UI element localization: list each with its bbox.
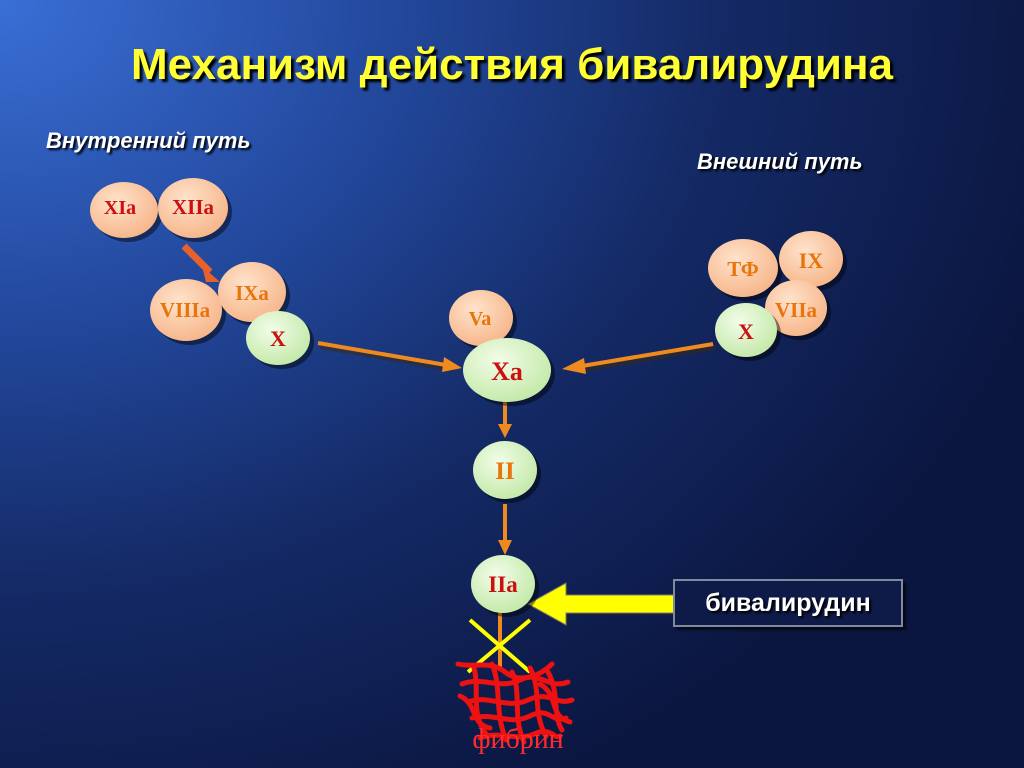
factor-viiia-label: VIIIa <box>160 298 211 322</box>
factor-tf-label: ТФ <box>727 257 759 281</box>
arrow-intrinsic-x-to-xa <box>317 341 462 372</box>
factor-xa: Xa <box>463 338 555 406</box>
bivalirudin-inhibition-arrow <box>526 582 679 628</box>
factor-xiia-label: XIIa <box>172 195 215 219</box>
factor-viia: VIIa <box>765 280 831 340</box>
factor-iia-label: IIa <box>488 572 518 597</box>
fibrin-label: фибрин <box>472 724 564 755</box>
slide-title: Механизм действия бивалирудина <box>131 40 893 89</box>
bivalirudin-label: бивалирудин <box>705 588 871 617</box>
factor-tf: ТФ <box>708 239 782 301</box>
factor-ii: II <box>473 441 541 503</box>
arrow-extrinsic-x-to-xa <box>562 342 716 374</box>
bivalirudin-label-box: бивалирудин <box>673 579 903 627</box>
factor-iia: IIa <box>471 555 539 617</box>
factor-x-extrinsic: X <box>715 303 781 361</box>
factor-xia: XIa <box>90 182 162 242</box>
factor-viia-label: VIIa <box>775 298 818 322</box>
factor-viiia: VIIIa <box>150 279 226 345</box>
fibrin-mesh <box>455 661 575 745</box>
factor-va: Va <box>449 290 517 350</box>
factor-x-intrinsic: X <box>246 311 314 369</box>
factor-xa-label: Xa <box>491 357 523 386</box>
factor-ixa-label: IXa <box>235 281 269 305</box>
factor-ix-label: IX <box>799 248 824 273</box>
factor-xia-label: XIa <box>104 197 136 219</box>
factor-ii-label: II <box>495 458 514 485</box>
intrinsic-path-label: Внутренний путь <box>46 128 251 153</box>
factor-xiia: XIIa <box>158 178 232 242</box>
factor-va-label: Va <box>469 308 492 330</box>
arrow-xiia-to-ixa <box>181 243 220 282</box>
factor-ix: IX <box>779 231 847 291</box>
factor-x-intrinsic-label: X <box>270 326 286 351</box>
factor-x-extrinsic-label: X <box>738 319 754 344</box>
extrinsic-path-label: Внешний путь <box>697 149 863 174</box>
factor-ixa: IXa <box>218 262 290 326</box>
arrow-xa-to-ii <box>498 402 512 438</box>
arrow-ii-to-iia <box>498 504 512 555</box>
